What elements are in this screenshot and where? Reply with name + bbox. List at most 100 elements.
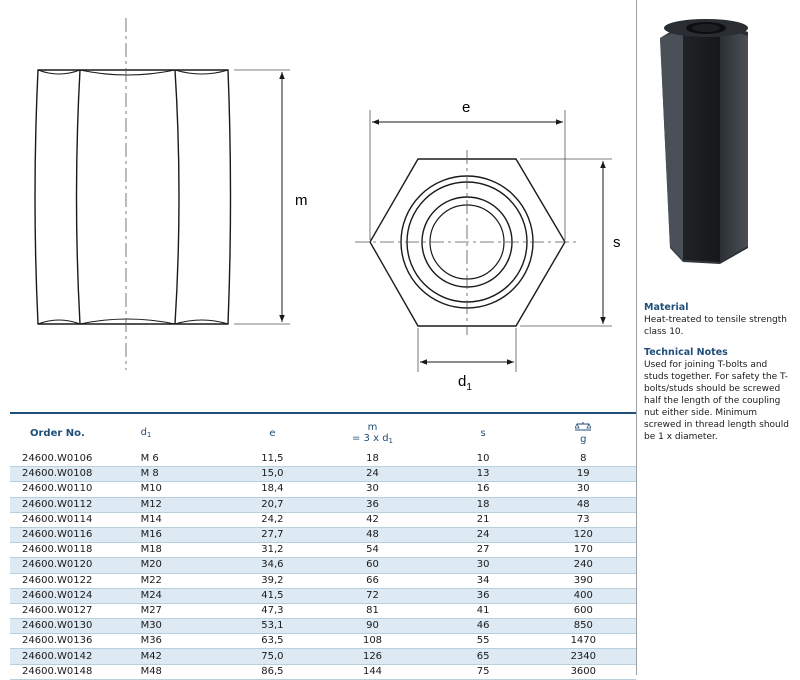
cell-m: 42 [366, 513, 379, 525]
cell-d1: M30 [140, 620, 162, 632]
cell-m: 108 [362, 635, 383, 647]
cell-order-no: 24600.W0118 [22, 544, 93, 556]
product-photo [660, 19, 748, 264]
scale-icon [574, 422, 592, 431]
cell-d1: M16 [140, 529, 162, 541]
col-m: m= 3 x d1 [352, 421, 394, 445]
cell-m: 126 [362, 650, 383, 662]
cell-m: 36 [366, 498, 379, 510]
cell-d1: M14 [140, 513, 162, 525]
cell-e: 24,2 [261, 513, 284, 525]
dim-m-label: m [295, 192, 308, 209]
cell-weight: 3600 [570, 665, 597, 677]
product-info: Material Heat-treated to tensile strengt… [644, 302, 794, 452]
cell-e: 15,0 [261, 468, 284, 480]
cell-s: 24 [476, 529, 490, 541]
cell-d1: M18 [140, 544, 162, 556]
cell-order-no: 24600.W0142 [22, 650, 93, 662]
cell-e: 20,7 [261, 498, 284, 510]
cell-d1: M24 [140, 589, 162, 601]
table-row: 24600.W0114 M14 24,2 42 21 73 [10, 512, 636, 528]
cell-e: 11,5 [261, 453, 284, 465]
cell-d1: M42 [140, 650, 162, 662]
col-order-no: Order No. [30, 427, 85, 439]
cell-s: 75 [476, 665, 490, 677]
cell-weight: 73 [576, 513, 590, 525]
cell-order-no: 24600.W0114 [22, 513, 93, 525]
cell-order-no: 24600.W0122 [22, 574, 93, 586]
cell-order-no: 24600.W0136 [22, 635, 93, 647]
cell-m: 30 [366, 483, 379, 495]
cell-e: 39,2 [261, 574, 284, 586]
cell-weight: 400 [573, 589, 593, 601]
cell-weight: 600 [573, 604, 593, 616]
cell-d1: M20 [140, 559, 162, 571]
cell-m: 18 [366, 453, 379, 465]
cell-order-no: 24600.W0110 [22, 483, 93, 495]
cell-d1: M22 [140, 574, 162, 586]
cell-s: 34 [476, 574, 490, 586]
cell-m: 144 [362, 665, 383, 677]
cell-s: 18 [476, 498, 490, 510]
technical-notes-text: Used for joining T-bolts and studs toget… [644, 360, 789, 442]
cell-s: 10 [476, 453, 490, 465]
dim-e-label: e [462, 99, 470, 116]
cell-s: 21 [476, 513, 490, 525]
cell-s: 30 [476, 559, 490, 571]
technical-notes-title: Technical Notes [644, 347, 728, 358]
cell-e: 31,2 [261, 544, 284, 556]
cell-m: 81 [366, 604, 379, 616]
cell-m: 72 [366, 589, 379, 601]
cell-e: 86,5 [261, 665, 284, 677]
cell-e: 47,3 [261, 604, 284, 616]
cell-s: 27 [476, 544, 490, 556]
cell-order-no: 24600.W0148 [22, 665, 93, 677]
cell-order-no: 24600.W0130 [22, 620, 93, 632]
cell-e: 53,1 [261, 620, 284, 632]
cell-weight: 850 [573, 620, 593, 632]
cell-order-no: 24600.W0116 [22, 529, 93, 541]
material-text: Heat-treated to tensile strength class 1… [644, 315, 787, 337]
cell-weight: 19 [576, 468, 590, 480]
table-row: 24600.W0148 M48 86,5 144 75 3600 [10, 664, 636, 680]
cell-e: 75,0 [261, 650, 284, 662]
cell-d1: M36 [140, 635, 162, 647]
cell-d1: M27 [140, 604, 162, 616]
col-e: e [269, 427, 276, 439]
cell-d1: M12 [140, 498, 162, 510]
cell-s: 36 [476, 589, 490, 601]
cell-weight: 30 [576, 483, 590, 495]
cell-s: 55 [476, 635, 490, 647]
cell-order-no: 24600.W0108 [22, 468, 93, 480]
cell-m: 24 [366, 468, 379, 480]
front-view [369, 158, 566, 327]
col-s: s [480, 427, 486, 439]
table-row: 24600.W0106 M 6 11,5 18 10 8 [10, 452, 636, 467]
cell-d1: M48 [140, 665, 162, 677]
cell-weight: 170 [573, 544, 593, 556]
dim-d1-label: d1 [458, 373, 472, 393]
material-title: Material [644, 302, 689, 313]
cell-weight: 8 [580, 453, 587, 465]
side-view [34, 69, 232, 325]
cell-order-no: 24600.W0120 [22, 559, 93, 571]
cell-order-no: 24600.W0106 [22, 453, 93, 465]
cell-e: 27,7 [261, 529, 284, 541]
cell-order-no: 24600.W0127 [22, 604, 93, 616]
cell-s: 46 [476, 620, 490, 632]
cell-e: 63,5 [261, 635, 284, 647]
cell-s: 16 [476, 483, 490, 495]
cell-d1: M 6 [140, 453, 159, 465]
dim-s-label: s [613, 234, 621, 251]
table-header-row: Order No. d1 e m= 3 x d1 s g [10, 413, 636, 452]
